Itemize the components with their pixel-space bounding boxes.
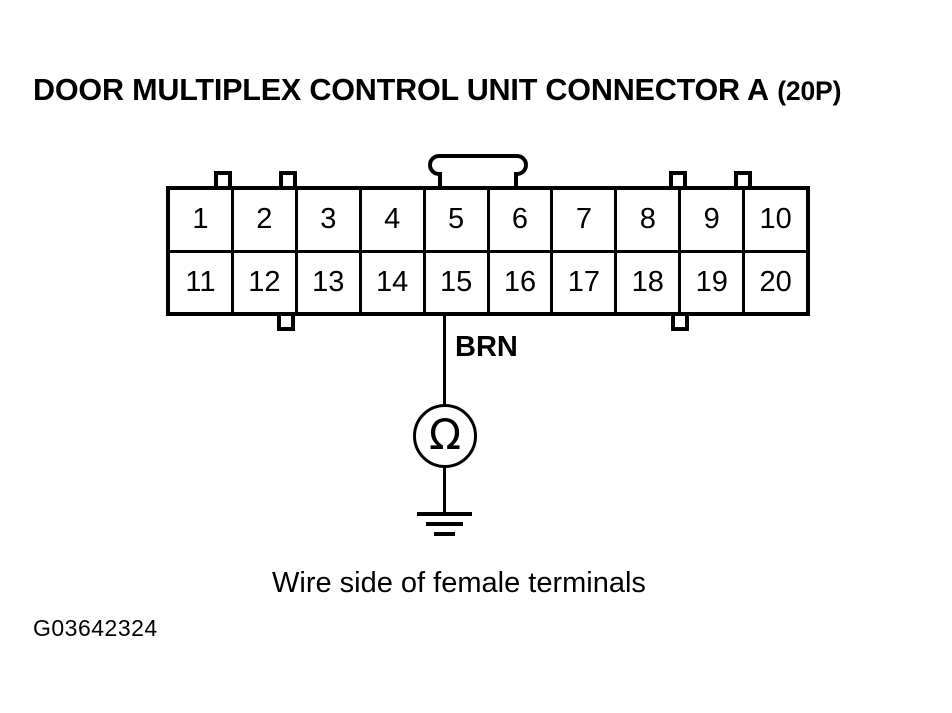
- ground-icon-bar-1: [417, 512, 472, 516]
- pin-cell: 10: [759, 203, 792, 236]
- pin-cell: 16: [490, 252, 554, 312]
- pin-cell: 19: [681, 252, 746, 312]
- pin-cell: 13: [298, 252, 362, 312]
- pin-cell: 5: [426, 190, 490, 250]
- pin-cell: 12: [234, 252, 298, 312]
- wire-color-label: BRN: [455, 331, 518, 363]
- wire-segment-upper: [443, 316, 446, 406]
- pin-cell: 6: [490, 190, 554, 250]
- pin-cell: 3: [298, 190, 362, 250]
- figure-id-label: G03642324: [33, 615, 158, 641]
- figure-caption: Wire side of female terminals: [272, 567, 646, 599]
- connector-latch-stem-left: [438, 172, 442, 188]
- pin-cell: 20: [759, 265, 792, 298]
- connector-tab-bottom-2: [671, 316, 689, 331]
- pin-cell: 11: [170, 252, 234, 312]
- connector-tab-top-3: [669, 171, 687, 186]
- pin-cell: 8: [617, 190, 682, 250]
- pin-cell: 1: [170, 190, 234, 250]
- connector-assembly: 1 2 3 4 5 6 7 8 9 10 11 12 13 14 15 16 1…: [166, 150, 810, 331]
- connector-latch-bridge: [442, 172, 518, 186]
- connector-tab-top-4: [734, 171, 752, 186]
- title-pin-count: (20P): [777, 76, 842, 106]
- omega-symbol: Ω: [428, 410, 462, 459]
- pin-cell: 4: [362, 190, 426, 250]
- ground-icon-bar-3: [434, 532, 455, 536]
- pin-cell: 7: [553, 190, 618, 250]
- pin-cell: 2: [234, 190, 298, 250]
- pin-cell: 14: [362, 252, 426, 312]
- pin-cell: 17: [553, 252, 618, 312]
- connector-latch-stem-right: [514, 172, 518, 188]
- pin-row-top: 1 2 3 4 5 6 7 8 9 10: [170, 190, 806, 250]
- ground-icon-bar-2: [426, 522, 463, 526]
- page-title: DOOR MULTIPLEX CONTROL UNIT CONNECTOR A …: [33, 72, 841, 109]
- pin-grid: 1 2 3 4 5 6 7 8 9 10 11 12 13 14 15 16 1…: [166, 186, 810, 316]
- wire-segment-lower: [443, 466, 446, 514]
- connector-tab-top-2: [279, 171, 297, 186]
- pin-cell: 15: [426, 252, 490, 312]
- pin-row-bottom: 11 12 13 14 15 16 17 18 19 20: [170, 249, 806, 312]
- connector-tab-top-1: [214, 171, 232, 186]
- connector-tab-bottom-1: [277, 316, 295, 331]
- pin-cell: 18: [617, 252, 682, 312]
- ohmmeter-icon: Ω: [413, 404, 477, 468]
- title-main-text: DOOR MULTIPLEX CONTROL UNIT CONNECTOR A: [33, 72, 769, 107]
- pin-cell: 9: [681, 190, 746, 250]
